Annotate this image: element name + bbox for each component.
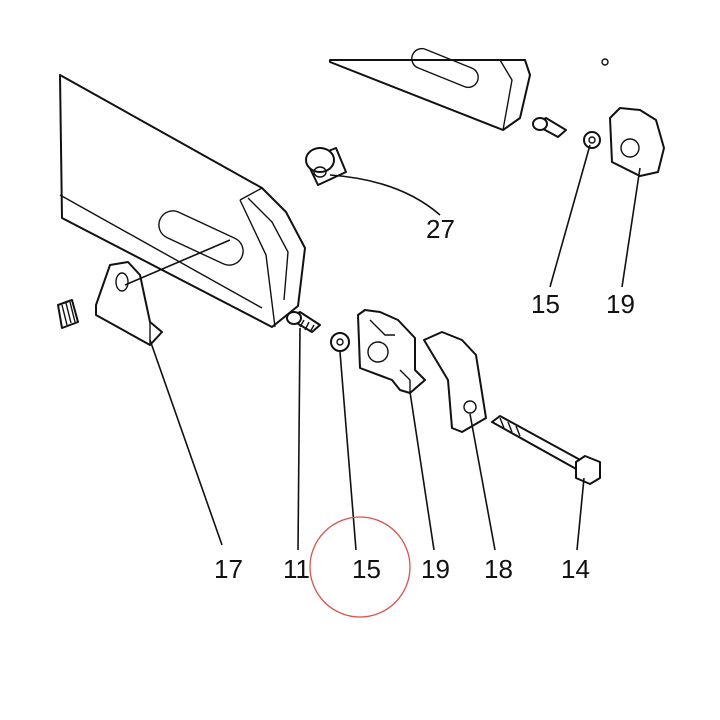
- bolt-14: [491, 415, 601, 485]
- callout-11: 11: [283, 554, 310, 584]
- upper-bolt: [532, 117, 567, 138]
- callout-19-upper: 19: [606, 289, 635, 319]
- callout-labels: 27 15 19 17 11 15 19 18 14: [214, 214, 635, 584]
- bushing-27: [305, 147, 347, 186]
- leader-lines: [124, 144, 641, 551]
- callout-14: 14: [561, 554, 590, 584]
- plate-18: [423, 331, 487, 433]
- upper-clamp-block-19: [609, 107, 665, 177]
- callout-18: 18: [484, 554, 513, 584]
- upper-washer-15: [583, 131, 601, 149]
- clamp-block-19: [357, 309, 426, 394]
- callout-17: 17: [214, 554, 243, 584]
- callout-27: 27: [426, 214, 455, 244]
- callout-15-upper: 15: [531, 289, 560, 319]
- bolt-11: [286, 311, 321, 333]
- main-beam: [59, 74, 306, 328]
- threaded-stub: [57, 299, 79, 329]
- upper-beam: [329, 47, 609, 131]
- washer-15: [330, 332, 350, 352]
- callout-19-lower: 19: [421, 554, 450, 584]
- callout-15-lower: 15: [352, 554, 381, 584]
- bracket-17: [95, 261, 163, 346]
- highlight-circle: [309, 516, 411, 618]
